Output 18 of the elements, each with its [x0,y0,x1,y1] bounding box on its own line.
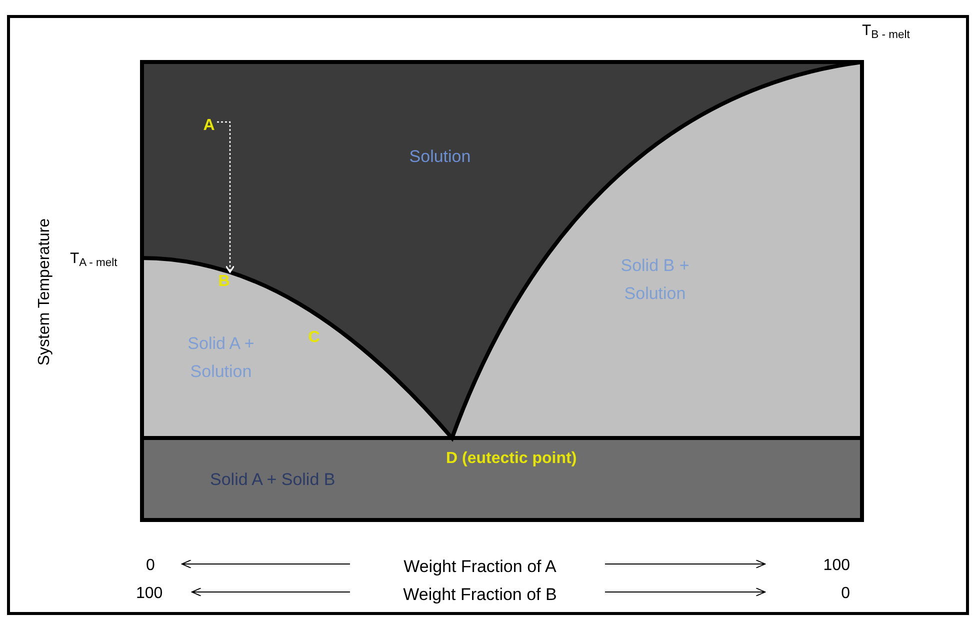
axis-title: Weight Fraction of A [402,556,558,578]
region-label: Solution [408,146,472,168]
point-label: A [201,116,217,136]
axis-value: 100 [822,556,850,576]
axis-title: System Temperature [35,217,54,368]
axis-title: Weight Fraction of B [402,584,558,606]
region-label: Solid A + Solution [186,333,256,383]
axis-value: 0 [146,556,156,576]
dotted-arrow [217,121,235,273]
region-label: Solid A + Solid B [210,469,336,491]
axis-value: 0 [840,584,850,604]
point-label: B [216,272,232,292]
point-label: C [307,328,321,348]
axis-value: 100 [136,584,164,604]
axis-max-label: T$_{B - melt}$ [862,21,911,42]
region-label: Solid B + Solution [620,255,690,305]
point-label: D (eutectic point) [446,449,578,469]
axis-label: T$_{A - melt}$ [70,249,118,270]
